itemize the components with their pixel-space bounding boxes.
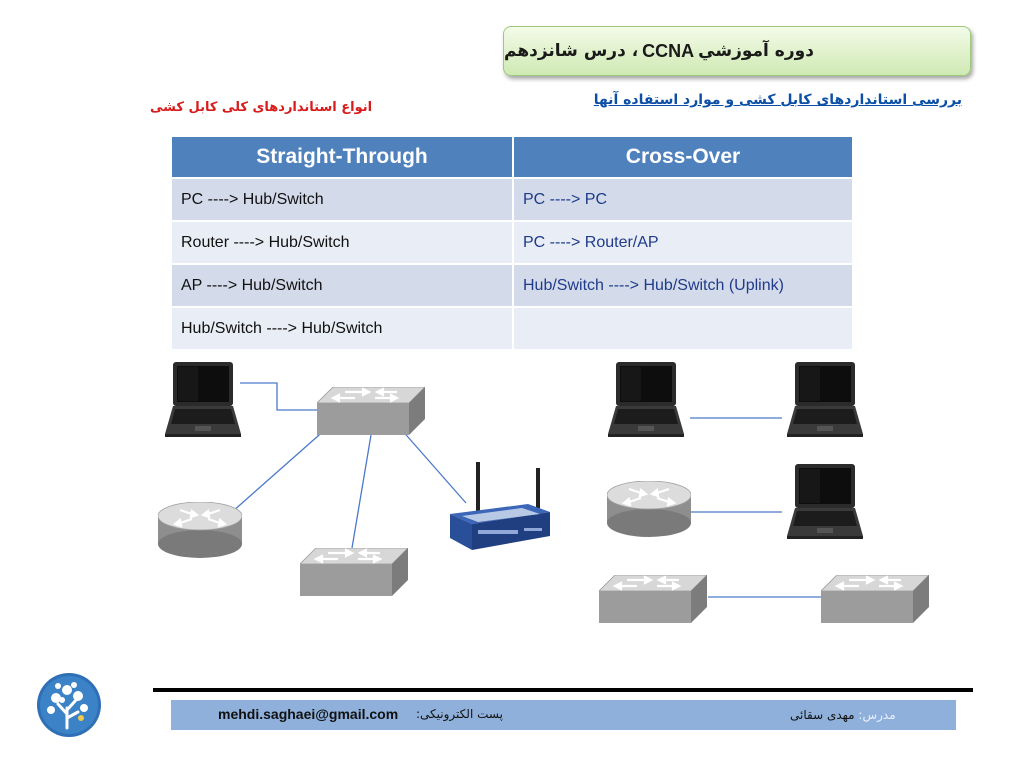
footer-bar	[171, 700, 956, 730]
straight-through-links	[231, 382, 467, 549]
cable-standards-label: انواع استانداردهای کلی کابل کشی	[150, 100, 373, 115]
subtitle-link[interactable]: بررسی استانداردهای کابل کشی و موارد استف…	[593, 92, 962, 108]
straight-cell: PC ----> Hub/Switch	[172, 177, 514, 221]
table-row: AP ----> Hub/Switch Hub/Switch ----> Hub…	[172, 263, 854, 307]
footer-divider	[153, 688, 973, 692]
laptop-icon	[787, 362, 863, 437]
header-straight-through: Straight-Through	[172, 137, 514, 178]
cross-cell: PC ----> Router/AP	[513, 220, 854, 264]
laptop-icon	[787, 464, 863, 539]
footer-teacher: مدرس: مهدی سقائی	[790, 708, 896, 722]
straight-cell: Hub/Switch ----> Hub/Switch	[172, 306, 514, 349]
teacher-label: مدرس:	[858, 708, 896, 722]
straight-cell: Router ----> Hub/Switch	[172, 220, 514, 264]
router-icon	[607, 481, 691, 537]
teacher-name: مهدی سقائی	[790, 708, 855, 722]
footer-email[interactable]: mehdi.saghaei@gmail.com	[218, 706, 399, 722]
switch-icon	[599, 575, 707, 623]
switch-icon	[300, 548, 408, 596]
switch-icon	[317, 387, 425, 435]
title-ccna: CCNA	[642, 40, 695, 61]
tree-logo-icon	[37, 673, 101, 737]
straight-cell: AP ----> Hub/Switch	[172, 263, 514, 307]
table-row: Router ----> Hub/Switch PC ----> Router/…	[172, 220, 854, 264]
cross-cell: Hub/Switch ----> Hub/Switch (Uplink)	[513, 263, 854, 307]
cable-standards-table: Straight-Through Cross-Over PC ----> Hub…	[172, 137, 854, 349]
table-row: Hub/Switch ----> Hub/Switch	[172, 306, 854, 349]
title-lesson: ، درس شانزدهم	[504, 41, 639, 61]
footer-email-label: پست الکترونیکی:	[416, 707, 503, 721]
laptop-icon	[165, 362, 241, 437]
cross-cell	[513, 306, 854, 349]
table-row: PC ----> Hub/Switch PC ----> PC	[172, 177, 854, 221]
slide-title: دوره آموزشي CCNA ، درس شانزدهم	[503, 26, 971, 76]
header-cross-over: Cross-Over	[513, 137, 854, 178]
laptop-icon	[608, 362, 684, 437]
cross-cell: PC ----> PC	[513, 177, 854, 221]
wireless-ap-icon	[450, 462, 550, 550]
title-fa: دوره آموزشي	[698, 41, 814, 61]
router-icon	[158, 502, 242, 558]
switch-icon	[821, 575, 929, 623]
cross-over-links	[690, 417, 823, 598]
